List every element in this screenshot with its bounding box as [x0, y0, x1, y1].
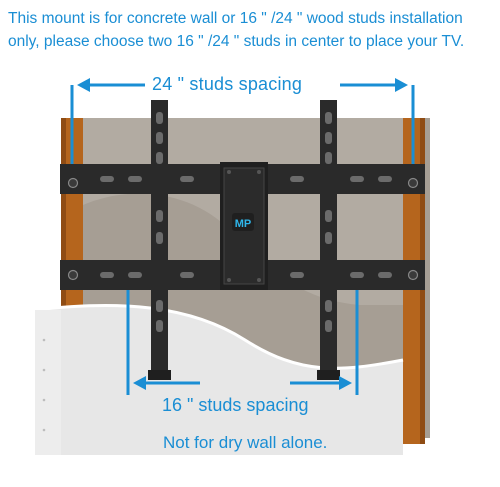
right-arm-hook — [317, 370, 340, 380]
studs-16-spacing-arrow — [126, 290, 359, 395]
center-plate-screws — [227, 170, 261, 282]
dry-wall-warning: Not for dry wall alone. — [163, 433, 328, 452]
studs-16-spacing-label: 16 " studs spacing — [162, 395, 309, 415]
notice-line-1: This mount is for concrete wall or 16 " … — [8, 10, 463, 27]
stud-bolts — [67, 177, 419, 281]
dry-wall-lower-edge — [34, 303, 404, 370]
studs-24-spacing-arrow — [70, 78, 415, 164]
rail-slots — [100, 176, 392, 278]
left-arm-hook — [148, 370, 171, 380]
studs-24-spacing-label: 24 " studs spacing — [152, 74, 303, 94]
notice-line-2: only, please choose two 16 " /24 " studs… — [8, 33, 465, 50]
arm-slots — [156, 112, 332, 332]
brand-logo-text: MP — [235, 218, 252, 230]
dry-wall-edge-left — [35, 310, 61, 455]
wall-mount — [60, 100, 425, 380]
dry-wall-screws — [42, 338, 46, 432]
brand-logo-icon: MP — [232, 213, 254, 231]
